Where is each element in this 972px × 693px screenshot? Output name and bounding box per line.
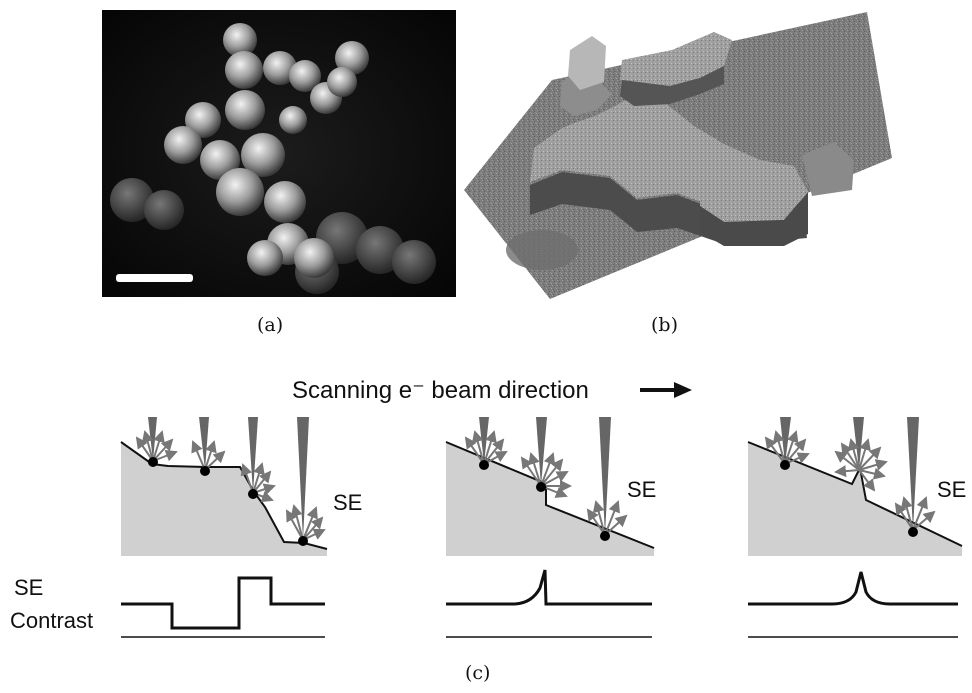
- diagram-step: SE: [445, 417, 656, 638]
- se-emission-arrows: [135, 430, 326, 541]
- scale-bar: [116, 274, 193, 282]
- surface-render: [464, 12, 892, 299]
- contrast-signal: [748, 571, 958, 606]
- caption-c: (c): [465, 662, 491, 684]
- sem-image: [102, 10, 456, 297]
- caption-a: (a): [257, 314, 284, 336]
- specimen-profile: [748, 442, 962, 556]
- diagram-edge: SE: [120, 417, 362, 638]
- se-label: SE: [333, 490, 362, 515]
- se-emission-arrows: [764, 430, 936, 531]
- contrast-axis-label-line1: SE: [14, 575, 43, 600]
- se-label: SE: [937, 477, 966, 502]
- surface-reconstruction-3d: [462, 10, 894, 299]
- electron-spot: [780, 460, 918, 537]
- se-emission-arrows: [464, 430, 628, 536]
- diagram-ridge: SE: [747, 417, 966, 638]
- electron-beam: [479, 417, 611, 535]
- electron-spot: [148, 457, 308, 546]
- electron-spot: [479, 460, 610, 541]
- se-label: SE: [627, 477, 656, 502]
- contrast-signal: [446, 569, 652, 606]
- sem-micrograph: [102, 10, 456, 297]
- se-contrast-schematic: Scanning e⁻ beam direction: [10, 377, 966, 638]
- contrast-axis-label-line2: Contrast: [10, 608, 93, 633]
- specimen-profile: [446, 442, 654, 556]
- contrast-signal: [121, 576, 325, 630]
- scan-direction-title: Scanning e⁻ beam direction: [292, 377, 589, 404]
- scan-direction-arrow: [640, 382, 692, 398]
- caption-b: (b): [651, 314, 678, 336]
